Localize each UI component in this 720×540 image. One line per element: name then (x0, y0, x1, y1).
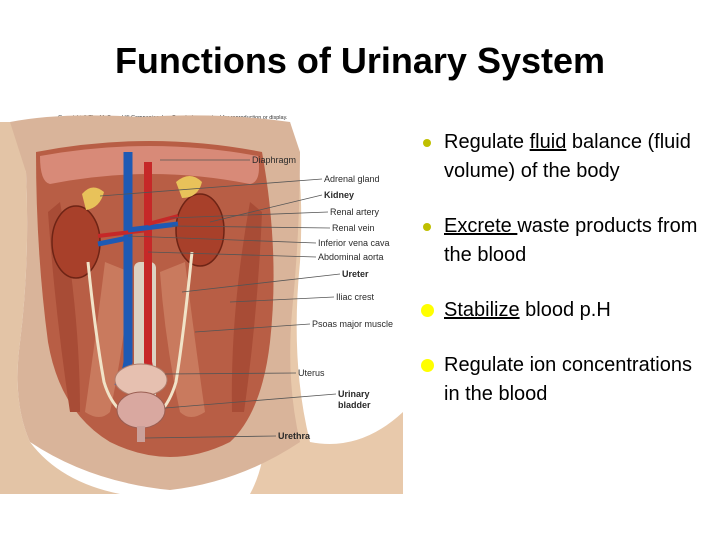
label-abdominal-aorta: Abdominal aorta (318, 252, 384, 262)
torso-skin-left (0, 122, 120, 494)
label-ureter: Ureter (342, 269, 369, 279)
bullet-text-before: Regulate (444, 131, 530, 153)
function-item: Regulate fluid balance (fluid volume) of… (418, 128, 708, 186)
label-urethra: Urethra (278, 431, 311, 441)
bullet-text-after: waste products from the blood (444, 215, 698, 266)
renal-artery-right (147, 214, 179, 226)
bullet-text-underlined: fluid (529, 131, 567, 153)
kidney-left (51, 205, 101, 279)
bullet-dot-icon (421, 304, 434, 317)
label-iliac-crest: Iliac crest (336, 292, 375, 302)
kidney-right (175, 193, 225, 267)
function-item: Stabilize blood p.H (418, 296, 708, 325)
bullet-text-after: balance (fluid volume) of the body (444, 131, 691, 182)
label-adrenal-gland: Adrenal gland (324, 174, 380, 184)
label-inferior-vena-cava: Inferior vena cava (318, 238, 390, 248)
slide-title: Functions of Urinary System (114, 40, 606, 81)
psoas-muscle-left (85, 262, 130, 417)
urinary-system-figure: Copyright © The McGraw-Hill Companies, I… (0, 112, 403, 494)
adrenal-gland-right (176, 176, 202, 198)
label-urinary: Urinary (338, 389, 370, 399)
function-item: Regulate ion concentrations in the blood (418, 351, 708, 409)
bullet-text-underlined: Stabilize (444, 299, 520, 321)
uterus (114, 363, 168, 397)
bullet-dot-icon (423, 139, 431, 147)
anatomy-illustration: Copyright © The McGraw-Hill Companies, I… (0, 114, 403, 494)
ureter-right (158, 251, 194, 414)
label-kidney: Kidney (324, 190, 354, 200)
label-diaphragm: Diaphragm (252, 155, 296, 165)
urinary-bladder (116, 391, 166, 429)
function-list: Regulate fluid balance (fluid volume) of… (418, 128, 708, 409)
label-bladder: bladder (338, 400, 371, 410)
function-item: Excrete waste products from the blood (418, 212, 708, 270)
bullet-dot-icon (421, 359, 434, 372)
label-renal-artery: Renal artery (330, 207, 380, 217)
muscle-wall-right (231, 202, 262, 412)
ureter-left (86, 261, 123, 414)
bullet-text-after: blood p.H (519, 299, 611, 321)
bullet-text-after: Regulate ion concentrations in the blood (444, 354, 692, 405)
urethra (137, 426, 145, 442)
renal-vein-left (97, 235, 129, 247)
bullet-text-underlined: Excrete (444, 215, 518, 237)
label-uterus: Uterus (298, 368, 325, 378)
label-renal-vein: Renal vein (332, 223, 375, 233)
renal-vein-right (127, 221, 179, 233)
leader-lines (99, 159, 341, 439)
adrenal-gland-left (82, 187, 104, 210)
bullet-dot-icon (423, 223, 431, 231)
label-psoas-major-muscle: Psoas major muscle (312, 319, 393, 329)
